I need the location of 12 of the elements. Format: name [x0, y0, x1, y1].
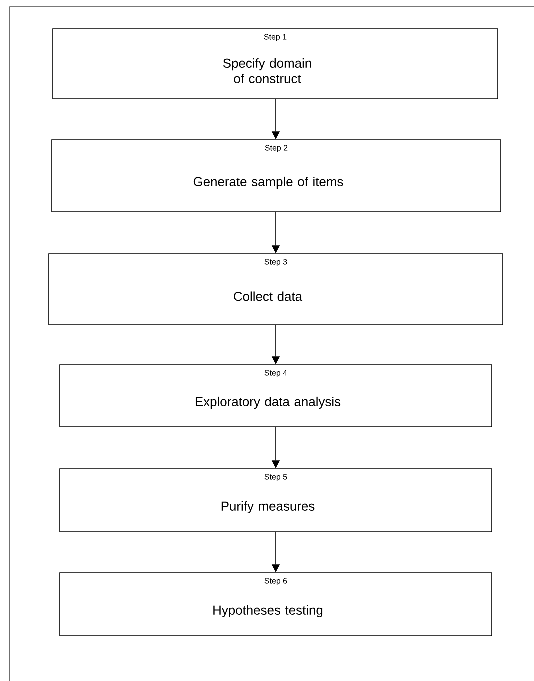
step-box — [60, 572, 492, 636]
step-text: Generate sample of items — [194, 176, 344, 190]
step-text: Specify domain of construct — [223, 58, 312, 84]
step-text: Hypotheses testing — [214, 605, 323, 618]
step-text: Exploratory data analysis — [196, 396, 341, 410]
step-box — [48, 254, 504, 326]
step-box — [60, 468, 492, 532]
step-box — [52, 28, 498, 100]
step-text: Collect data — [234, 292, 303, 302]
step-text: Purify measures — [222, 501, 315, 514]
step-box — [60, 364, 492, 428]
step-box — [52, 140, 502, 212]
